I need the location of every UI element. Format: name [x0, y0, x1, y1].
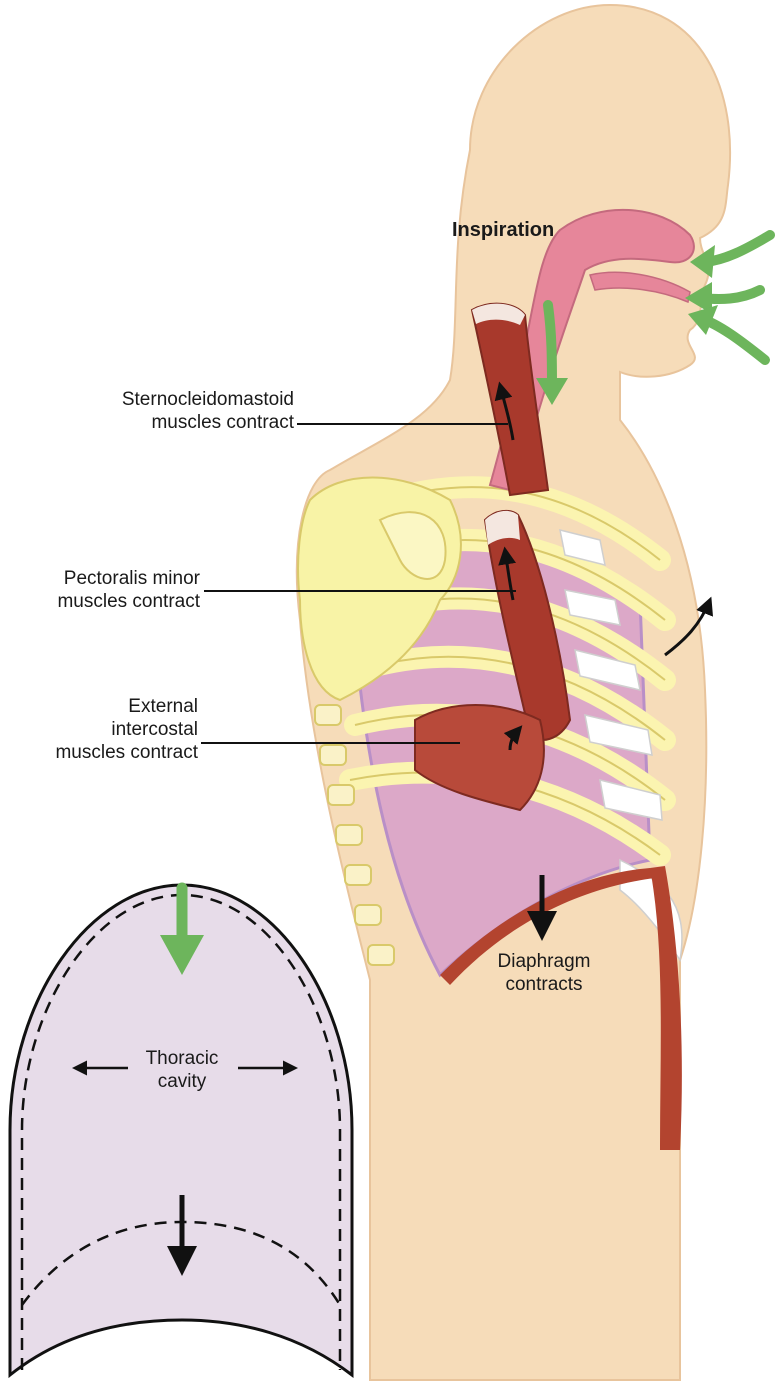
intercostal-label-line-3: muscles contract	[4, 741, 198, 764]
sternocleidomastoid-label-line-1: Sternocleidomastoid	[40, 388, 294, 411]
pectoralis-minor-label: Pectoralis minor muscles contract	[10, 567, 200, 613]
pectoralis-label-line-1: Pectoralis minor	[10, 567, 200, 590]
diaphragm-label-line-2: contracts	[474, 973, 614, 996]
diagram-title: Inspiration	[452, 219, 554, 242]
pectoralis-label-line-2: muscles contract	[10, 590, 200, 613]
sternocleidomastoid-label-line-2: muscles contract	[40, 411, 294, 434]
thoracic-label-line-2: cavity	[126, 1070, 238, 1093]
intercostal-label-line-1: External	[4, 695, 198, 718]
diaphragm-label-line-1: Diaphragm	[474, 950, 614, 973]
diaphragm-label: Diaphragm contracts	[474, 950, 614, 996]
external-intercostal-label: External intercostal muscles contract	[4, 695, 198, 764]
sternocleidomastoid-label: Sternocleidomastoid muscles contract	[40, 388, 294, 434]
thoracic-label-line-1: Thoracic	[126, 1047, 238, 1070]
thoracic-cavity-label: Thoracic cavity	[126, 1047, 238, 1093]
intercostal-label-line-2: intercostal	[4, 718, 198, 741]
